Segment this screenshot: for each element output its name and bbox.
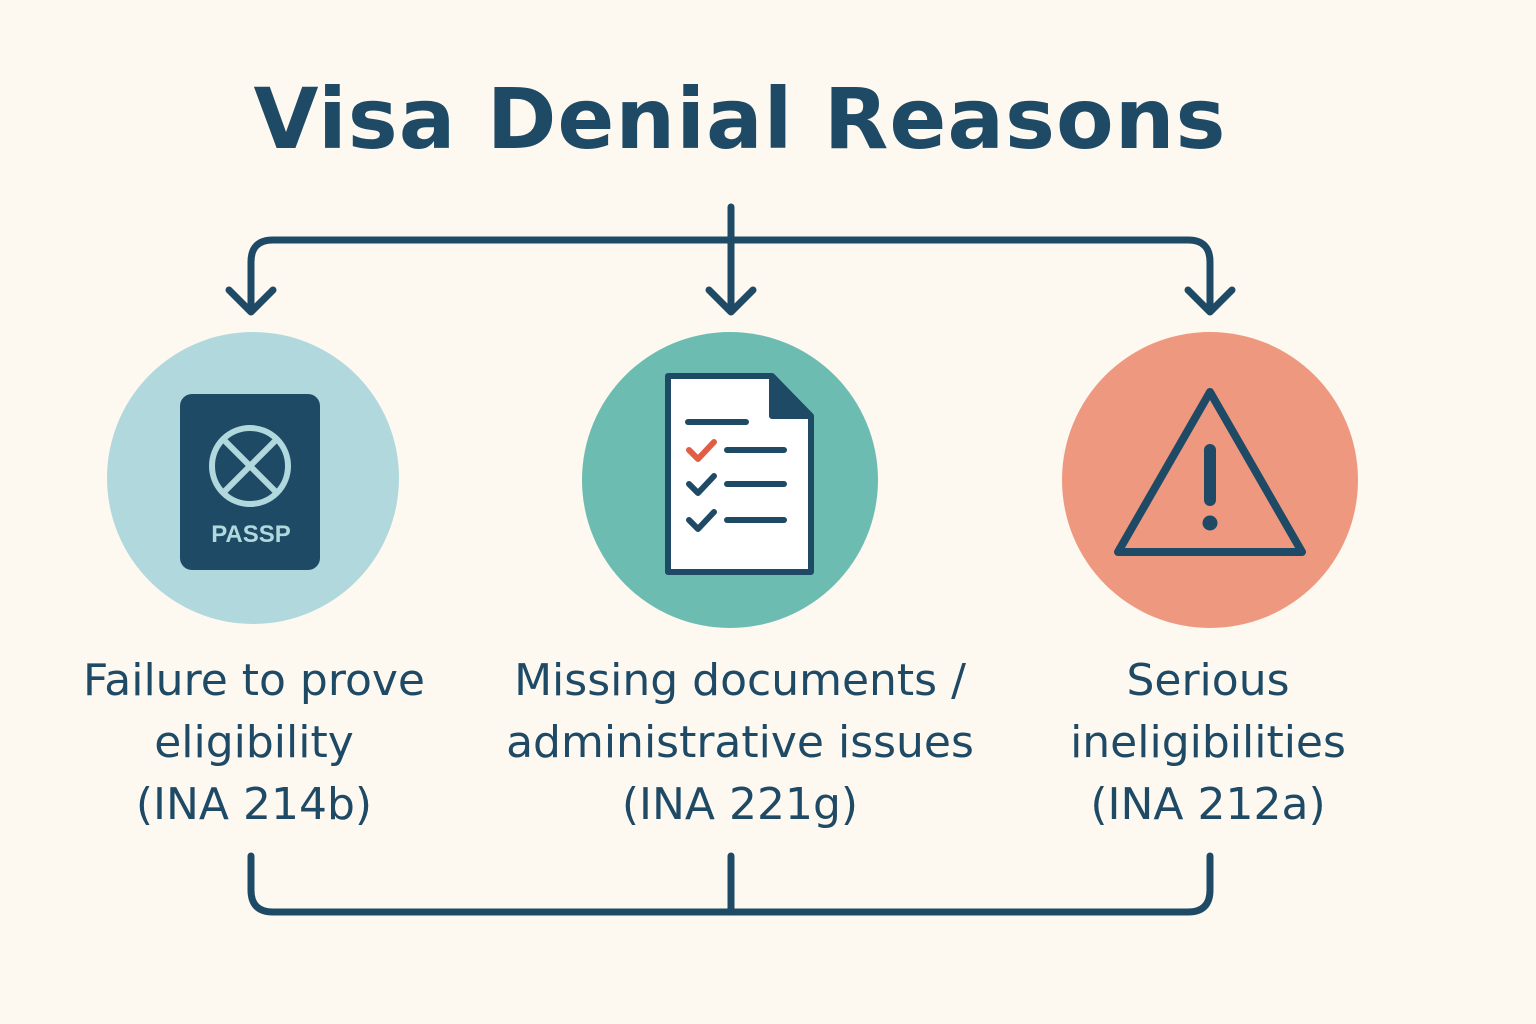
reason-title-line: Missing documents / <box>514 655 966 706</box>
reason-circle-ineligibilities <box>1062 332 1358 628</box>
top-bracket-line <box>247 236 1214 309</box>
passport-icon: PASSP <box>180 394 320 570</box>
passport-icon-text: PASSP <box>211 521 291 548</box>
arrow-left-head <box>225 286 277 316</box>
reason-title-line: Failure to prove <box>83 655 425 706</box>
reason-code: (INA 221g) <box>621 779 859 830</box>
reason-label-documents: Missing documents / administrative issue… <box>500 650 980 836</box>
reason-title-line: ineligibilities <box>1070 717 1346 768</box>
warning-triangle-icon <box>1114 388 1306 556</box>
reason-label-ineligibilities: Serious ineligibilities (INA 212a) <box>968 650 1448 836</box>
reason-title-line: Serious <box>1126 655 1290 706</box>
reason-circle-eligibility: PASSP <box>107 332 399 624</box>
reason-label-eligibility: Failure to prove eligibility (INA 214b) <box>14 650 494 836</box>
reason-code: (INA 212a) <box>1090 779 1326 830</box>
arrow-middle-head <box>705 286 757 316</box>
diagram-title: Visa Denial Reasons <box>253 70 1227 168</box>
checklist-document-icon <box>665 373 814 575</box>
reason-title-line: administrative issues <box>506 717 974 768</box>
arrow-right-head <box>1184 286 1236 316</box>
reason-circle-documents <box>582 332 878 628</box>
reason-title-line: eligibility <box>154 717 354 768</box>
reason-code: (INA 214b) <box>135 779 373 830</box>
